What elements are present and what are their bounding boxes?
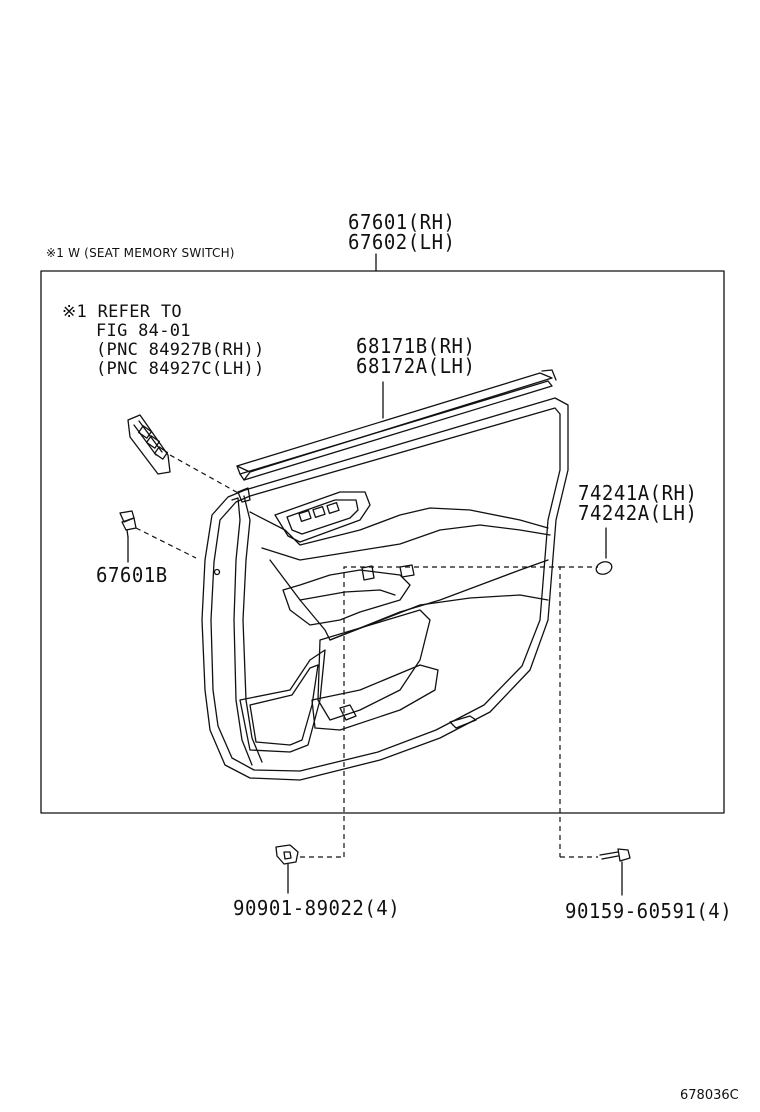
weatherstrip-part (236, 369, 557, 481)
clip-part (119, 510, 137, 538)
cap-label-rh: 74241A(RH) (578, 481, 698, 506)
refer-note-line2: FIG 84-01 (96, 321, 191, 341)
weatherstrip-label-rh: 68171B(RH) (356, 334, 476, 359)
refer-note-line4: (PNC 84927C(LH)) (96, 359, 265, 379)
nut-label: 90901-89022(4) (233, 896, 401, 921)
memory-switch-part (127, 414, 171, 475)
assembly-label-rh: 67601(RH) (348, 210, 456, 235)
assembly-label-lh: 67602(LH) (348, 230, 456, 255)
weatherstrip-label-lh: 68172A(LH) (356, 354, 476, 379)
assembly-frame (40, 270, 725, 814)
nut-part (275, 844, 299, 865)
screw-label: 90159-60591(4) (565, 899, 733, 924)
figure-code: 678036C (680, 1088, 739, 1103)
refer-note-line3: (PNC 84927B(RH)) (96, 340, 265, 360)
refer-note-line1: ※1 REFER TO (62, 302, 182, 322)
clip-label: 67601B (96, 563, 168, 588)
cap-part (595, 561, 613, 575)
door-trim-panel (201, 397, 569, 781)
seat-memory-switch-note: ※1 W (SEAT MEMORY SWITCH) (46, 246, 235, 260)
cap-label-lh: 74242A(LH) (578, 501, 698, 526)
screw-part (599, 848, 631, 862)
